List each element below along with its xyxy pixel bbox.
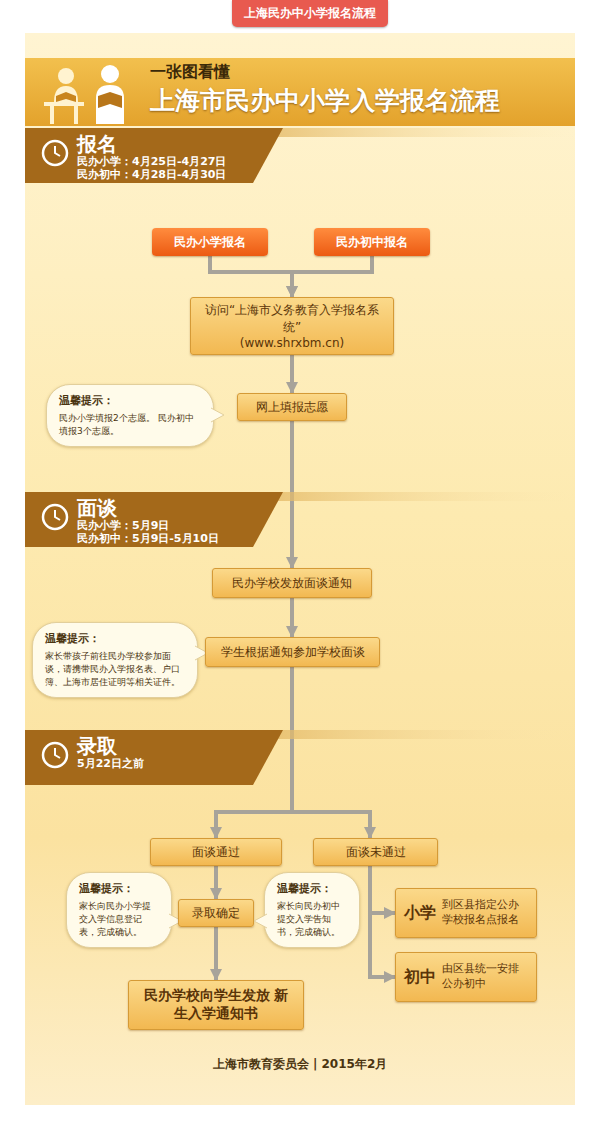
tip-heading: 温馨提示：	[79, 881, 159, 896]
diagram-title: 上海市民办中小学入学报名流程	[150, 84, 500, 117]
band-tab	[25, 492, 283, 547]
band-date: 5月22日之前	[77, 757, 144, 770]
band-tab	[25, 730, 283, 785]
tip-body: 民办小学填报2个志愿。 民办初中填报3个志愿。	[59, 412, 201, 438]
clock-icon	[43, 505, 67, 529]
outcome-text: 由区县统一安排公办初中	[442, 962, 528, 992]
tip-callout: 温馨提示： 家长向民办初中提交入学告知书，完成确认。	[264, 872, 360, 948]
process-box: 面谈未通过	[313, 838, 438, 866]
callout-tail	[211, 407, 225, 423]
process-box: 网上填报志愿	[237, 393, 347, 421]
outcome-box: 小学到区县指定公办学校报名点报名	[395, 888, 537, 938]
flow-arrow	[370, 866, 395, 977]
outcome-level: 小学	[404, 903, 436, 924]
section-band: 报名民办小学：4月25日-4月27日民办初中：4月28日-4月30日	[25, 128, 575, 183]
callout-tail	[253, 913, 267, 929]
flow-arrow	[370, 866, 395, 913]
band-heading: 报名	[77, 131, 117, 158]
flow-arrow	[210, 256, 292, 297]
node-text: 民办学校向学生发放 新生入学通知书	[137, 987, 295, 1023]
node-text: 访问“上海市义务教育入学报名系统”	[199, 302, 385, 336]
clock-hands	[55, 510, 60, 520]
flow-arrow	[290, 598, 294, 637]
footer-caption: 上海市教育委员会 | 2015年2月	[25, 1056, 575, 1073]
tip-callout: 温馨提示： 家长带孩子前往民办学校参加面谈，请携带民办入学报名表、户口簿、上海市居…	[32, 622, 198, 698]
outcome-level: 初中	[404, 967, 436, 988]
tail-shape	[211, 408, 224, 422]
node-text: 民办小学报名	[174, 234, 246, 251]
process-box: 学生根据通知参加学校面谈	[205, 637, 380, 667]
node-text: 面谈通过	[192, 844, 240, 861]
tip-callout: 温馨提示： 民办小学填报2个志愿。 民办初中填报3个志愿。	[46, 384, 214, 447]
title-tab: 上海民办中小学报名流程	[232, 0, 388, 27]
node-text: 民办初中报名	[336, 234, 408, 251]
node-text: 面谈未通过	[346, 844, 406, 861]
flow-arrow	[214, 927, 218, 980]
header-kicker: 一张图看懂	[150, 62, 230, 83]
section-band: 面谈民办小学：5月9日民办初中：5月9日-5月10日	[25, 492, 575, 547]
tip-body: 家长向民办小学提交入学信息登记表，完成确认。	[79, 900, 159, 939]
process-box: 录取确定	[178, 899, 254, 927]
tip-callout: 温馨提示： 家长向民办小学提交入学信息登记表，完成确认。	[66, 872, 172, 948]
node-text: (www.shrxbm.cn)	[240, 336, 344, 350]
band-dates: 民办小学：4月25日-4月27日民办初中：4月28日-4月30日	[77, 155, 227, 181]
node-text: 网上填报志愿	[256, 399, 328, 416]
node-text: 民办学校发放面谈通知	[232, 575, 352, 592]
process-box: 民办初中报名	[314, 228, 430, 256]
band-date: 民办小学：5月9日	[77, 519, 219, 532]
process-box: 民办学校发放面谈通知	[212, 568, 372, 598]
flow-arrow	[292, 256, 372, 297]
tip-heading: 温馨提示：	[45, 631, 185, 646]
tail-shape	[254, 914, 267, 928]
band-heading: 录取	[77, 733, 117, 760]
reader-icon	[40, 62, 140, 126]
band-dates: 5月22日之前	[77, 757, 144, 770]
band-date: 民办初中：5月9日-5月10日	[77, 532, 219, 545]
clock-icon	[43, 743, 67, 767]
outcome-text: 到区县指定公办学校报名点报名	[442, 898, 528, 928]
band-tab	[25, 128, 283, 183]
process-box: 民办小学报名	[152, 228, 268, 256]
clock-hands	[55, 748, 60, 758]
band-heading: 面谈	[77, 495, 117, 522]
outcome-box: 初中由区县统一安排公办初中	[395, 952, 537, 1002]
node-text: 上海民办中小学报名流程	[244, 5, 376, 22]
flow-arrow	[214, 866, 218, 899]
node-text: 学生根据通知参加学校面谈	[221, 644, 365, 661]
process-box: 访问“上海市义务教育入学报名系统”(www.shrxbm.cn)	[190, 297, 394, 355]
process-box: 面谈通过	[150, 838, 282, 866]
tip-body: 家长带孩子前往民办学校参加面谈，请携带民办入学报名表、户口簿、上海市居住证明等相…	[45, 650, 185, 689]
tip-body: 家长向民办初中提交入学告知书，完成确认。	[277, 900, 347, 939]
section-band: 录取5月22日之前	[25, 730, 575, 785]
process-box: 民办学校向学生发放 新生入学通知书	[128, 980, 304, 1030]
tip-heading: 温馨提示：	[277, 881, 347, 896]
clock-hands	[55, 146, 60, 156]
band-date: 民办初中：4月28日-4月30日	[77, 168, 227, 181]
tip-heading: 温馨提示：	[59, 393, 201, 408]
band-date: 民办小学：4月25日-4月27日	[77, 155, 227, 168]
flow-arrow	[292, 667, 370, 838]
node-text: 录取确定	[192, 905, 240, 922]
band-dates: 民办小学：5月9日民办初中：5月9日-5月10日	[77, 519, 219, 545]
clock-icon	[43, 141, 67, 165]
flow-arrow	[290, 355, 294, 393]
